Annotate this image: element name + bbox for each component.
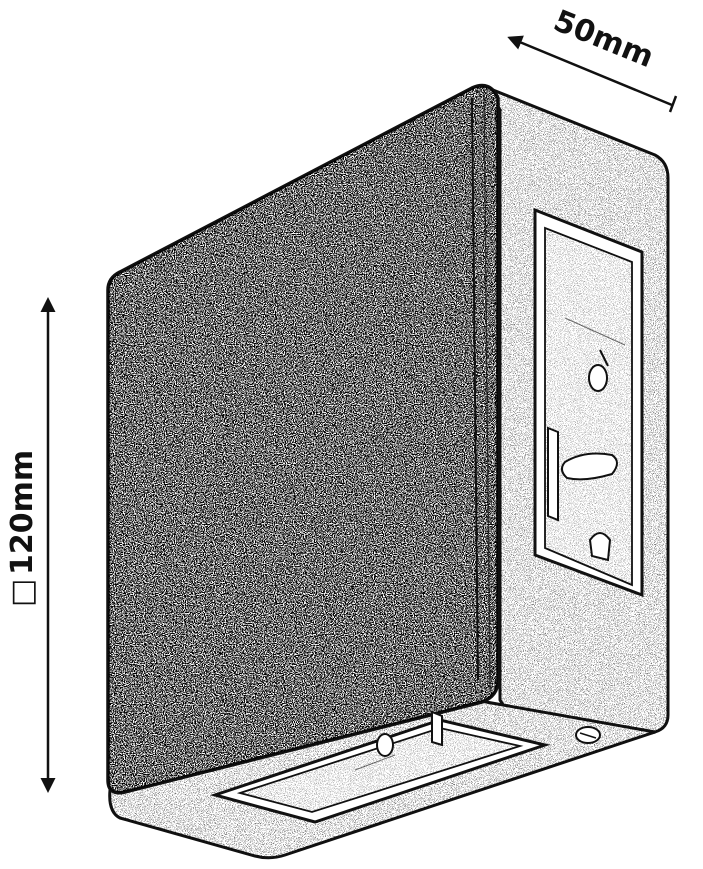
square-symbol-icon: □ [5,579,40,607]
front-bevel [471,97,479,681]
screw-icon [376,733,394,757]
depth-dimension: 50mm [507,3,678,113]
depth-label: 50mm [549,3,659,75]
side-light-window [533,207,644,598]
depth-dimension-line [507,35,673,107]
screw-icon [588,364,608,392]
height-dimension: □ 120mm [5,297,56,793]
height-label: 120mm [5,450,40,575]
bottom-light-window [209,710,601,824]
